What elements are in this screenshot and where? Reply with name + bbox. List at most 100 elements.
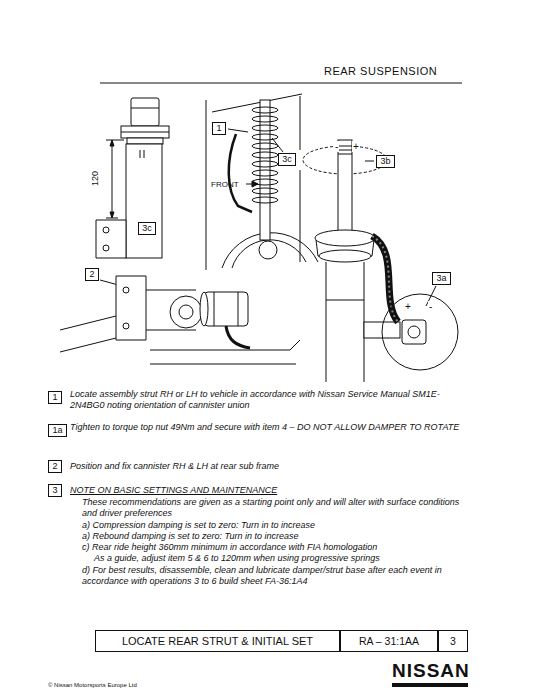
box-text: 3a: [436, 273, 446, 284]
sub-frame: [123, 323, 129, 329]
note-text: These recommendations are given as a sta…: [82, 497, 462, 519]
rear-hub-view: [229, 134, 252, 212]
box-text: 1a: [52, 425, 62, 436]
sheet-number: RA – 31:1AA: [340, 630, 438, 652]
sub-frame: [60, 276, 300, 364]
damper-top: [315, 230, 375, 246]
adjust-sign: -: [334, 141, 339, 152]
rear-hub-view: [252, 125, 278, 131]
box-text: 2: [89, 269, 94, 280]
union-detail: [408, 326, 420, 338]
header-rule: [100, 83, 462, 84]
cannister-hose: [372, 236, 398, 322]
dimension-line: [110, 140, 114, 146]
box-text: 3c: [282, 154, 292, 165]
dimension-line: [110, 212, 114, 218]
box-text: 1: [216, 123, 221, 134]
box-text: 1: [52, 392, 57, 403]
box-text: 2: [52, 461, 57, 472]
damper-top: [338, 154, 352, 155]
damper-top: [338, 146, 352, 147]
brand-logo: NISSAN: [392, 660, 470, 682]
rear-hub-view: [252, 188, 278, 194]
rear-hub-view: [206, 94, 318, 270]
damper-top: [319, 250, 371, 262]
rear-hub-view: [252, 181, 258, 187]
adjust-sign: +: [352, 141, 360, 152]
sub-frame: [204, 292, 248, 326]
callout-box: 2: [85, 268, 99, 281]
rear-hub-view: [300, 96, 301, 262]
box-text: 3b: [380, 156, 390, 167]
cannister-hose: [372, 236, 398, 322]
callout-box: 1: [212, 122, 226, 135]
left-strut: [96, 220, 126, 258]
damper-top: [303, 140, 400, 382]
left-strut: [131, 98, 159, 126]
damper-top: [338, 140, 352, 236]
callout-box: 3c: [278, 153, 296, 166]
note-text: c) Rear ride height 360mm minimum in acc…: [82, 542, 462, 553]
step-number: 2: [48, 460, 62, 473]
damper-top: [338, 150, 352, 151]
union-detail: [402, 320, 426, 344]
note-text: d) For best results, disassemble, clean …: [82, 565, 462, 587]
rear-hub-view: [252, 152, 278, 158]
adjust-sign: +: [404, 301, 412, 312]
union-detail: [382, 286, 458, 370]
header-rule: [100, 83, 462, 84]
sub-frame: [150, 340, 300, 364]
rear-hub-view: [206, 100, 207, 270]
callout-box: 3b: [376, 155, 395, 168]
rear-hub-view: [252, 143, 278, 149]
damper-top: [326, 262, 364, 382]
logo-bar: [392, 683, 468, 687]
logo-bar: [392, 683, 468, 687]
step-number: 1: [48, 391, 62, 404]
step-number: 3: [48, 484, 62, 497]
damper-top: [326, 300, 364, 301]
instruction-text: Tighten to torque top nut 49Nm and secur…: [70, 422, 460, 433]
damper-top: [365, 161, 374, 162]
callout-box: 3c: [138, 222, 156, 235]
rear-hub-view: [252, 107, 278, 113]
page-header: REAR SUSPENSION: [324, 66, 437, 77]
rear-hub-view: [212, 94, 302, 112]
sub-frame: [238, 292, 239, 326]
dimension: 120: [90, 171, 101, 186]
rear-hub-view: [252, 116, 278, 122]
dimension-line: [106, 140, 124, 218]
rear-hub-view: [252, 107, 278, 203]
sub-frame: [170, 296, 202, 328]
left-strut: [103, 245, 109, 251]
rear-hub-view: [252, 170, 278, 176]
left-strut: [144, 150, 145, 158]
left-strut: [103, 227, 109, 233]
instruction-text: Locate assembly strut RH or LH to vehicl…: [70, 389, 460, 411]
dimension-line: [112, 140, 113, 218]
sub-frame: [200, 292, 208, 326]
step-number: 1a: [48, 424, 67, 437]
box-text: 3: [450, 636, 456, 647]
direction-label: FRONT: [211, 179, 239, 190]
instruction-text: Position and fix cannister RH & LH at re…: [70, 461, 460, 472]
sheet-title: LOCATE REAR STRUT & INITIAL SET: [95, 630, 340, 652]
sub-frame: [60, 316, 116, 352]
box-text: LOCATE REAR STRUT & INITIAL SET: [122, 636, 313, 647]
sub-frame: [116, 276, 146, 340]
copyright: © Nissan Motorsports Europe Ltd: [48, 682, 137, 689]
sub-frame: [123, 287, 129, 293]
union-detail: [382, 294, 458, 370]
left-strut: [96, 98, 169, 258]
box-text: 3c: [142, 223, 152, 234]
page-number: 3: [438, 630, 468, 652]
sub-frame: [226, 326, 250, 348]
left-strut: [140, 150, 141, 158]
rear-hub-view: [232, 240, 306, 268]
rear-hub-view: [252, 161, 278, 167]
left-strut: [121, 126, 169, 138]
note-text: As a guide, adjust item 5 & 6 to 120mm w…: [94, 553, 464, 564]
